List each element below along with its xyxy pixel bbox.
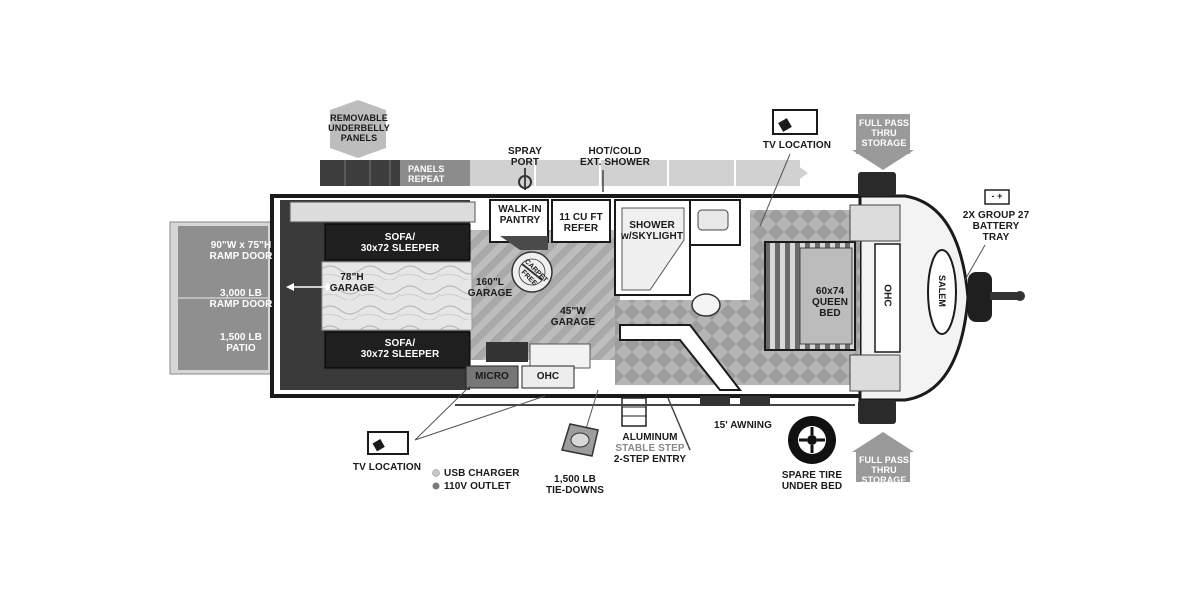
stable-step-label: STABLE STEP [615, 443, 685, 454]
underbelly-label-box [330, 100, 386, 158]
sink [529, 343, 591, 369]
garage-upper-shelf [289, 201, 476, 223]
tie-down-icon [561, 423, 599, 457]
battery-leader [964, 244, 986, 281]
usb-charger-label: USB CHARGER [444, 468, 520, 479]
sofa-bottom-label: SOFA/ 30x72 SLEEPER [360, 338, 440, 360]
tv-icon [772, 109, 818, 135]
panels-repeat-label: PANELS REPEAT [408, 164, 445, 184]
micro-box [465, 365, 519, 389]
front-storage-top [858, 172, 896, 196]
usb-dot [432, 469, 440, 477]
battery-symbol: - + [991, 191, 1003, 201]
toilet [691, 293, 721, 317]
queen-bed-label: 60x74 QUEEN BED [811, 286, 849, 319]
spray-port-coil [518, 175, 532, 189]
brand-label: SALEM [937, 275, 947, 307]
wardrobe-top [849, 204, 901, 242]
aluminum-label: ALUMINUM [622, 432, 678, 443]
brand-badge [927, 249, 957, 335]
micro-label: MICRO [475, 371, 509, 382]
battery-icon [984, 189, 1010, 205]
wheel-1 [700, 396, 730, 406]
entry-steps [621, 397, 647, 427]
ext-shower-label: HOT/COLD EXT. SHOWER [580, 146, 650, 168]
underbelly-label: REMOVABLE UNDERBELLY PANELS [328, 113, 390, 143]
spare-tire-icon [788, 416, 836, 464]
underbelly-panels-band [320, 160, 808, 186]
wardrobe-bottom [849, 354, 901, 392]
garage-dimension-arrow [286, 283, 334, 291]
sofa-bottom [324, 331, 471, 369]
full-pass-bottom-arrow [852, 432, 914, 482]
two-step-entry-label: 2-STEP ENTRY [613, 454, 687, 465]
garage-length-label: 160"L GARAGE [467, 277, 513, 299]
full-pass-top-label: FULL PASS THRU STORAGE [858, 118, 910, 148]
outlet-dot [432, 482, 440, 490]
tv-icon [367, 431, 409, 455]
patio-label: 1,500 LB PATIO [220, 332, 262, 354]
hitch [968, 272, 1025, 322]
pantry-door [500, 236, 548, 250]
tv-location-bottom-label: TV LOCATION [352, 462, 422, 473]
full-pass-top-arrow [852, 114, 914, 170]
ohc-kitchen-box [521, 365, 575, 389]
battery-tray-label: 2X GROUP 27 BATTERY TRAY [962, 210, 1030, 243]
ramp-door [169, 221, 276, 375]
spare-tire-label: SPARE TIRE UNDER BED [781, 470, 843, 492]
tv-leader-2 [414, 395, 546, 441]
tie-downs-label: 1,500 LB TIE-DOWNS [545, 474, 605, 496]
front-storage-bottom [858, 400, 896, 424]
ramp-door-size-label: 90"W x 75"H RAMP DOOR [209, 240, 273, 262]
ramp-door-weight-label: 3,000 LB RAMP DOOR [209, 288, 273, 310]
bath-wall [619, 324, 743, 391]
tv-top-leader [759, 153, 791, 227]
refrigerator [551, 199, 611, 243]
tv-leader-1 [414, 385, 471, 441]
living-floor [470, 230, 620, 360]
garage-width-label: 45"W GARAGE [550, 306, 596, 328]
ohc-bedroom [874, 243, 901, 353]
tiedown-leader [584, 389, 599, 433]
refer-label: 11 CU FT REFER [559, 212, 603, 234]
outlet-110v-label: 110V OUTLET [444, 481, 511, 492]
garage-height-label: 78"H GARAGE [329, 272, 375, 294]
sofa-top-label: SOFA/ 30x72 SLEEPER [360, 232, 440, 254]
wheel-2 [740, 396, 770, 406]
stove [486, 342, 528, 362]
sofa-top [324, 223, 471, 261]
full-pass-bottom-label: FULL PASS THRU STORAGE [858, 455, 910, 485]
ohc-kitchen-label: OHC [536, 371, 560, 382]
shower-label: SHOWER w/SKYLIGHT [620, 220, 684, 242]
tv-location-top-label: TV LOCATION [762, 140, 832, 151]
ohc-bedroom-label: OHC [881, 284, 893, 307]
awning-arm [667, 397, 691, 451]
garage-table [321, 261, 473, 331]
awning-label: 15' AWNING [713, 420, 773, 431]
walk-in-pantry-label: WALK-IN PANTRY [498, 204, 542, 226]
spray-port-label: SPRAY PORT [507, 146, 543, 168]
carpet-free-badge [511, 251, 553, 293]
